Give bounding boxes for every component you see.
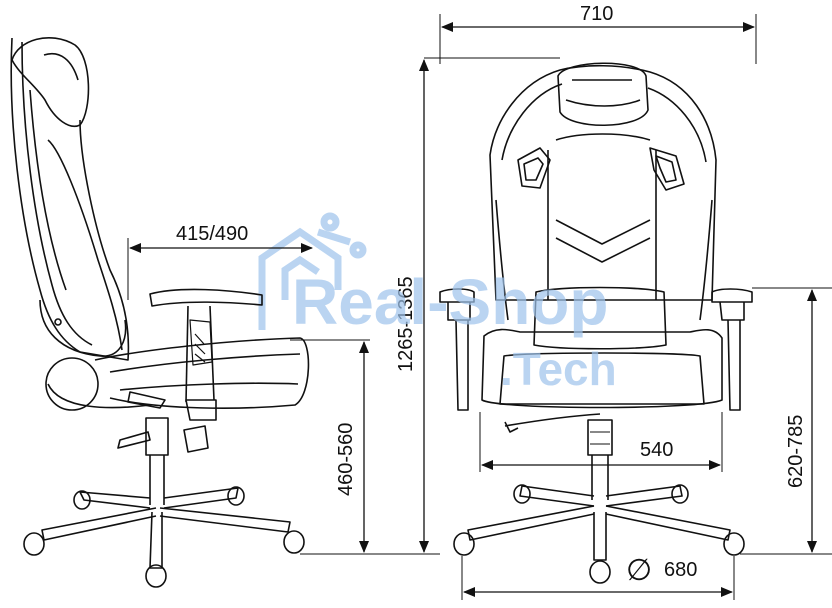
diameter-symbol: ∅: [626, 554, 653, 587]
armrest-height-dimension-label: 620-785: [785, 414, 807, 488]
watermark-logo-icon: [258, 212, 367, 330]
side-view-chair: [10, 37, 310, 588]
watermark-text-line1: Real-Shop: [292, 266, 609, 338]
watermark-text-line2: .Tech: [500, 343, 617, 395]
dimension-lines: [127, 14, 832, 600]
width-dimension-label: 710: [580, 3, 614, 25]
seat-width-dimension-label: 540: [640, 439, 674, 461]
seat-depth-dimension-label: 415/490: [176, 223, 249, 245]
seat-height-dimension-label: 460-560: [335, 422, 357, 496]
base-diameter-dimension-label: 680: [664, 559, 698, 581]
front-view-chair: [439, 62, 753, 584]
